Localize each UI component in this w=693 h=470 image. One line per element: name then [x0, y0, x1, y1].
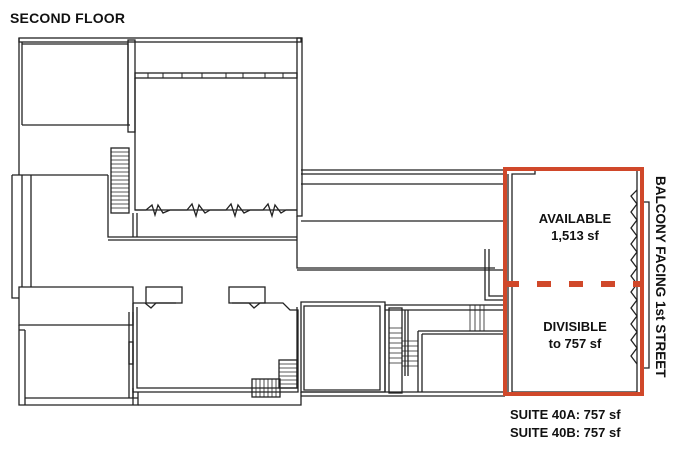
- divisible-label: DIVISIBLE to 757 sf: [520, 318, 630, 352]
- wall-column: [127, 39, 136, 133]
- floor-title: SECOND FLOOR: [10, 10, 126, 26]
- divisible-text: DIVISIBLE: [543, 319, 607, 334]
- available-label: AVAILABLE 1,513 sf: [520, 210, 630, 244]
- balcony-windows: [630, 189, 638, 365]
- suite-list: SUITE 40A: 757 sf SUITE 40B: 757 sf: [510, 406, 621, 442]
- suite-item: SUITE 40B: 757 sf: [510, 425, 621, 440]
- suite-item: SUITE 40A: 757 sf: [510, 407, 621, 422]
- window-strip: [134, 72, 298, 79]
- divisible-area: to 757 sf: [548, 336, 602, 351]
- balcony-label: BALCONY FACING 1st STREET: [648, 176, 668, 378]
- available-area: 1,513 sf: [551, 228, 599, 243]
- north-wall: [18, 37, 302, 43]
- folding-doors: [135, 202, 297, 219]
- balcony-label-text: BALCONY FACING 1st STREET: [653, 176, 668, 378]
- availability-status: AVAILABLE: [538, 211, 612, 226]
- stairs-upper: [110, 147, 130, 214]
- stairwell: [388, 307, 403, 394]
